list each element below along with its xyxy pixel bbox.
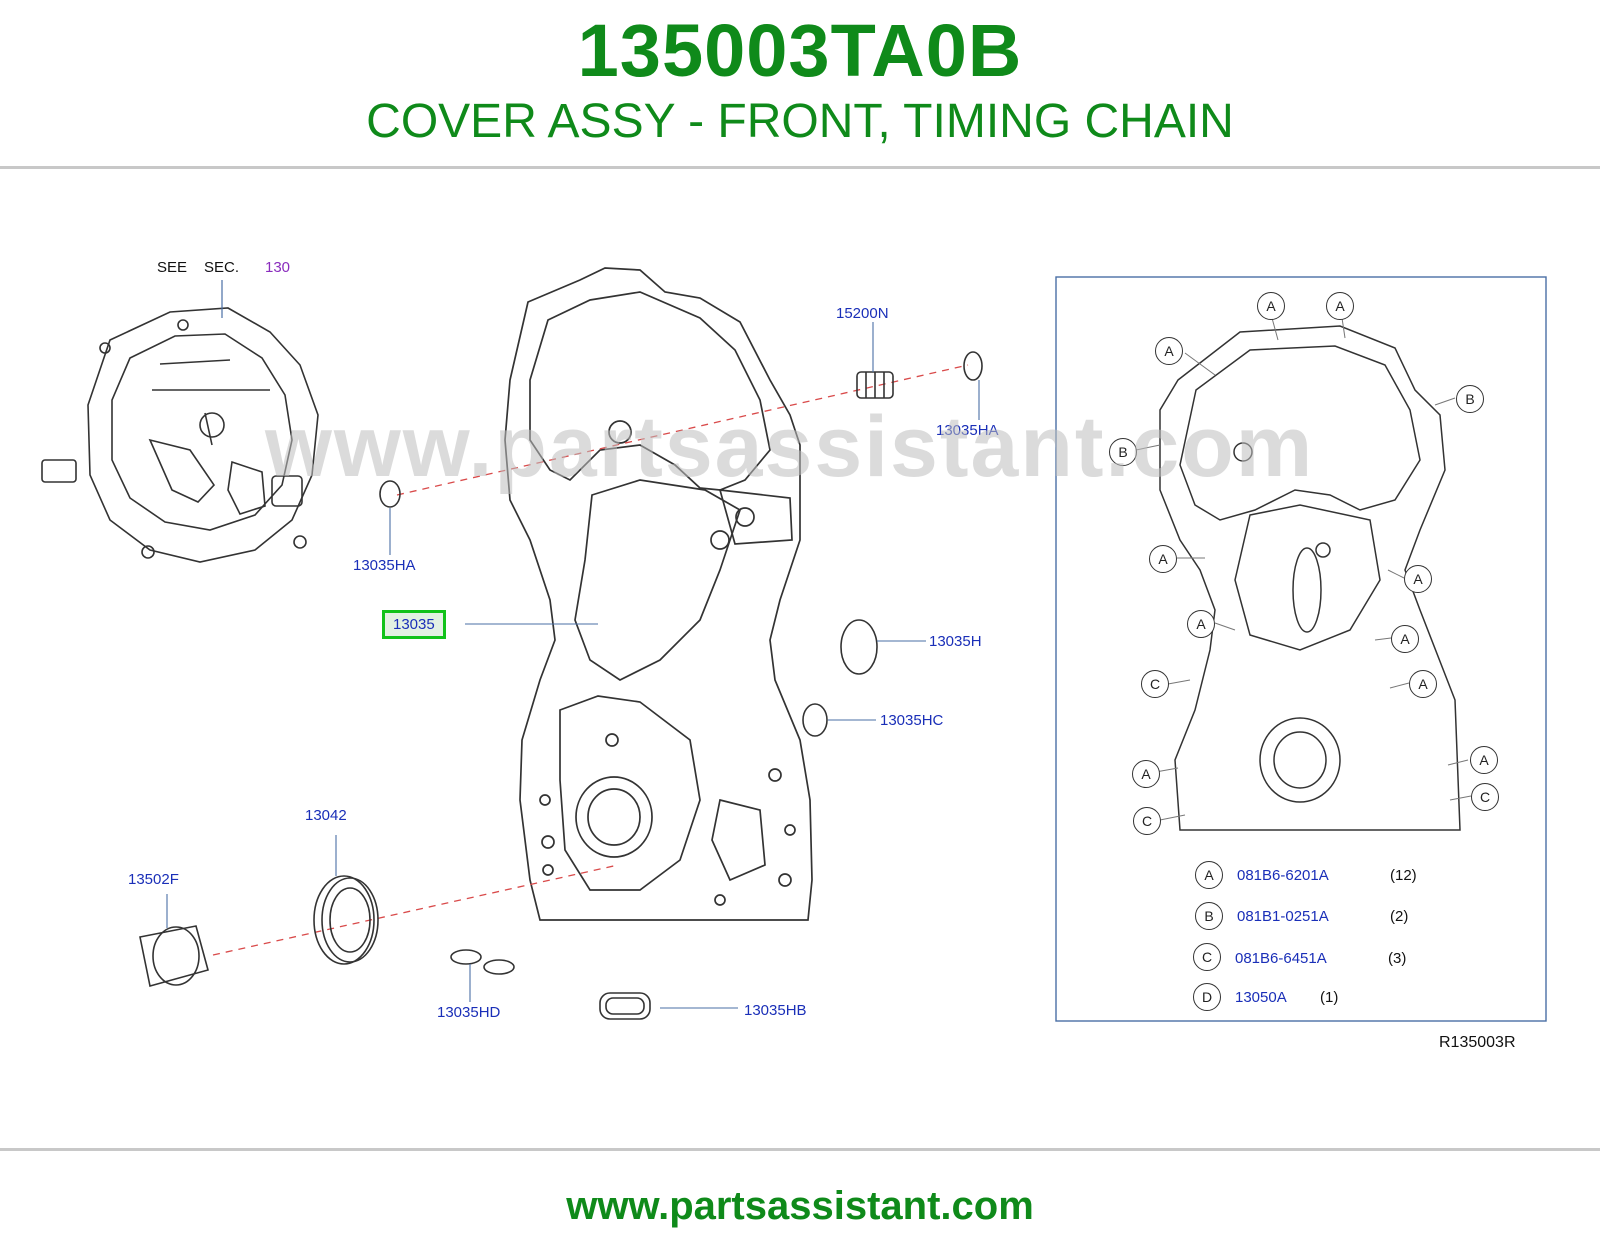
o-ring-13035ha-left	[379, 480, 401, 508]
o-ring-13035h	[840, 619, 878, 675]
bolt-marker: B	[1109, 438, 1137, 466]
spacer-13502f	[139, 925, 209, 987]
callout-13035hb[interactable]: 13035HB	[744, 1002, 807, 1019]
alignment-lines	[212, 364, 969, 956]
oil-filter-15200n	[856, 371, 894, 399]
parts-diagram: SEE SEC. 130 15200N 13035HA 13035HA 1303…	[0, 240, 1600, 1100]
legend-qty-b: (2)	[1390, 908, 1409, 925]
legend-part-d[interactable]: 13050A	[1235, 989, 1287, 1006]
footer-url-link[interactable]: www.partsassistant.com	[566, 1184, 1034, 1228]
legend-key-a: A	[1195, 861, 1223, 889]
timing-chain-cover-drawing	[504, 267, 813, 921]
see-label: SEE	[157, 259, 188, 276]
engine-assembly-drawing	[41, 307, 319, 563]
part-description: COVER ASSY - FRONT, TIMING CHAIN	[366, 95, 1234, 148]
seal-13035hd-a	[450, 949, 482, 965]
sec-label: SEC.	[204, 259, 240, 276]
bolt-marker: B	[1456, 385, 1484, 413]
o-ring-13035ha-right	[963, 351, 983, 381]
callout-13035-selected[interactable]: 13035	[382, 610, 446, 639]
callout-13035hc[interactable]: 13035HC	[880, 712, 944, 729]
small-parts	[139, 351, 983, 1020]
gasket-13035hb	[599, 992, 651, 1020]
bolt-marker: C	[1141, 670, 1169, 698]
seal-13035hd-b	[483, 959, 515, 975]
callout-13035ha-left[interactable]: 13035HA	[353, 557, 416, 574]
legend-part-c[interactable]: 081B6-6451A	[1235, 950, 1327, 967]
bolt-marker: C	[1133, 807, 1161, 835]
inset-cover-outline	[1159, 325, 1461, 831]
bolt-marker: A	[1470, 746, 1498, 774]
bolt-marker: A	[1409, 670, 1437, 698]
bolt-marker: A	[1155, 337, 1183, 365]
o-ring-13035hc	[802, 703, 828, 737]
watermark: www.partsassistant.com	[265, 399, 1315, 495]
bolt-marker: A	[1187, 610, 1215, 638]
legend-key-d: D	[1193, 983, 1221, 1011]
leader-lines	[166, 322, 980, 1009]
bolt-marker: A	[1149, 545, 1177, 573]
legend-key-c: C	[1193, 943, 1221, 971]
legend-qty-d: (1)	[1320, 989, 1339, 1006]
bolt-marker: A	[1257, 292, 1285, 320]
legend-qty-c: (3)	[1388, 950, 1407, 967]
callout-13035hd[interactable]: 13035HD	[437, 1004, 501, 1021]
part-number-title: 135003TA0B	[577, 9, 1023, 92]
callout-13035h[interactable]: 13035H	[929, 633, 982, 650]
exploded-view-drawing	[41, 267, 1547, 1022]
footer-divider	[0, 1148, 1600, 1151]
callout-13502f[interactable]: 13502F	[128, 871, 179, 888]
legend-key-b: B	[1195, 902, 1223, 930]
legend-part-b[interactable]: 081B1-0251A	[1237, 908, 1329, 925]
callout-13035ha-right[interactable]: 13035HA	[936, 422, 999, 439]
sec-number-link[interactable]: 130	[265, 259, 291, 276]
legend-part-a[interactable]: 081B6-6201A	[1237, 867, 1329, 884]
callout-15200n[interactable]: 15200N	[836, 305, 889, 322]
bolt-marker: A	[1391, 625, 1419, 653]
legend-qty-a: (12)	[1390, 867, 1417, 884]
bolt-marker: A	[1404, 565, 1432, 593]
callout-13042[interactable]: 13042	[305, 807, 347, 824]
page-header: 135003TA0B COVER ASSY - FRONT, TIMING CH…	[0, 0, 1600, 168]
oil-seal-13042	[313, 875, 379, 965]
reference-code: R135003R	[1439, 1034, 1516, 1051]
bolt-marker: C	[1471, 783, 1499, 811]
inset-frame	[1055, 276, 1547, 1022]
header-divider	[0, 166, 1600, 169]
bolt-marker: A	[1132, 760, 1160, 788]
bolt-marker: A	[1326, 292, 1354, 320]
